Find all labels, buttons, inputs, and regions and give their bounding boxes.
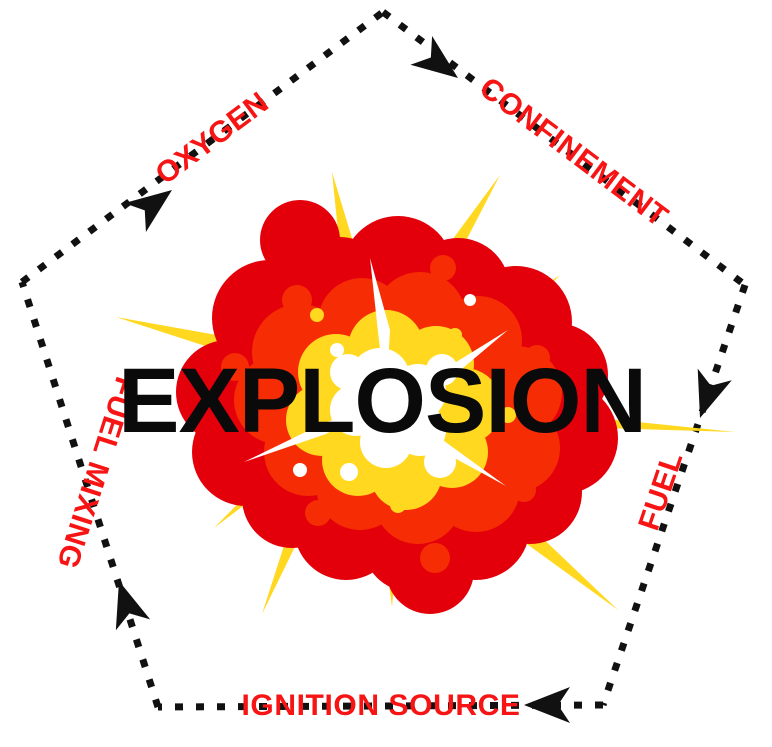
explosion-streaks-white	[244, 258, 508, 486]
dot-16	[464, 294, 476, 306]
core-white-7	[330, 354, 366, 390]
dot-5	[420, 543, 450, 573]
core-white-6	[364, 378, 428, 442]
arrowhead-fuel-mixing	[115, 581, 151, 631]
edge-label-fuel: FUEL	[632, 447, 689, 534]
pentagon-arrowheads	[115, 35, 732, 723]
dot-13	[330, 343, 344, 357]
streak-up	[370, 258, 390, 400]
dot-11	[500, 407, 516, 423]
blob-dark-15	[260, 200, 340, 280]
explosion-accent-dots	[221, 255, 550, 573]
center-label-explosion: EXPLOSION	[118, 350, 646, 452]
streak-lower-left	[244, 400, 386, 462]
arrowhead-confinement	[410, 35, 458, 78]
dot-4	[512, 478, 536, 502]
arrowhead-ignition-source	[524, 687, 570, 723]
explosion-graphic	[116, 172, 735, 614]
dot-14	[340, 463, 358, 481]
dot-12	[390, 497, 406, 513]
arrowhead-oxygen	[124, 190, 172, 232]
dot-6	[305, 500, 331, 526]
edge-label-confinement: CONFINEMENT	[473, 71, 674, 234]
dot-1	[282, 285, 312, 315]
arrowhead-fuel	[697, 368, 732, 418]
dot-3	[524, 345, 550, 371]
dot-2	[430, 255, 456, 281]
dot-10	[448, 328, 462, 342]
dot-15	[293, 463, 307, 477]
dot-8	[310, 308, 324, 322]
edge-label-ignition-source: IGNITION SOURCE	[241, 689, 520, 722]
dot-7	[221, 353, 249, 381]
edge-label-oxygen: OXYGEN	[150, 86, 275, 191]
streak-lower-right	[386, 400, 506, 486]
